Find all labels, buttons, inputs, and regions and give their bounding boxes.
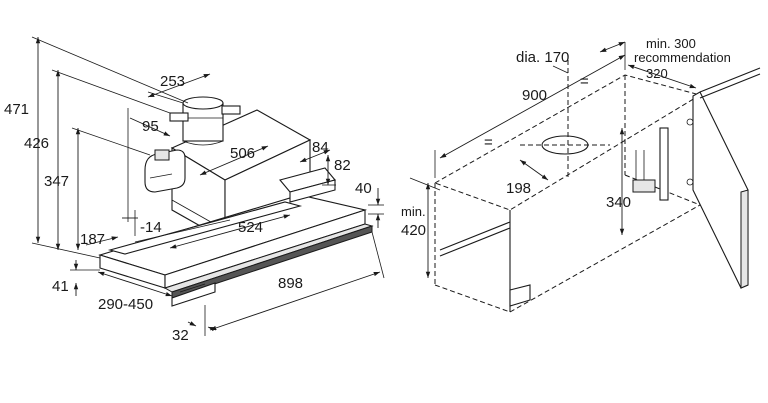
label-426: 426	[24, 135, 49, 152]
label-dia-170: dia. 170	[516, 49, 569, 66]
label-95: 95	[142, 118, 159, 135]
dim-min-300: min. 300 recommendation 320	[627, 36, 731, 89]
dim-524: 524	[169, 214, 291, 249]
label-253: 253	[160, 73, 185, 90]
label-187: 187	[80, 231, 105, 248]
dim-minus-14: -14	[122, 210, 162, 236]
label-290-450: 290-450	[98, 296, 153, 313]
dim-898: 898	[204, 231, 385, 336]
hood-rear-block-face	[289, 179, 336, 203]
dim-84: 84	[299, 139, 331, 163]
cabinet-drawing: dia. 170 900 = = min. 300 recommendation…	[401, 36, 761, 313]
dim-340: 340	[606, 128, 631, 235]
dim-41: 41	[52, 260, 100, 296]
label-32: 32	[172, 327, 189, 344]
dim-82: 82	[322, 155, 351, 186]
label-84: 84	[312, 139, 329, 156]
dim-506: 506	[199, 145, 269, 176]
label-198: 198	[506, 180, 531, 197]
label-506: 506	[230, 145, 255, 162]
dim-290-450: 290-450	[97, 271, 173, 313]
cabinet-door	[686, 67, 761, 289]
dim-32: 32	[172, 321, 217, 344]
hood-drawing: 471 426 347 253 95 506	[4, 36, 385, 344]
label-41: 41	[52, 278, 69, 295]
dim-40: 40	[355, 180, 384, 228]
cabinet-hood	[439, 210, 531, 312]
bracket-left	[169, 112, 189, 122]
exhaust-duct	[182, 96, 224, 146]
cabinet-inner-bracket	[632, 127, 669, 201]
dim-187: 187	[80, 231, 119, 248]
dim-dia-170: dia. 170	[516, 49, 569, 74]
label-524: 524	[238, 219, 263, 236]
hood-motor	[144, 149, 186, 193]
dim-95: 95	[127, 108, 171, 222]
dim-900: 900 = =	[434, 41, 626, 178]
label-minus-14: -14	[140, 219, 162, 236]
label-equal-right: =	[580, 73, 589, 90]
dim-198: 198	[506, 159, 549, 197]
label-equal-left: =	[484, 134, 493, 151]
label-340: 340	[606, 194, 631, 211]
label-recommendation: recommendation	[634, 50, 731, 65]
label-min-300: min. 300	[646, 36, 696, 51]
label-min: min.	[401, 204, 426, 219]
label-82: 82	[334, 157, 351, 174]
label-898: 898	[278, 275, 303, 292]
dim-min-420: min. 420	[401, 177, 441, 278]
bracket-right	[221, 105, 241, 115]
label-40: 40	[355, 180, 372, 197]
label-471: 471	[4, 101, 29, 118]
label-420: 420	[401, 222, 426, 239]
label-900: 900	[522, 87, 547, 104]
dim-426: 426	[24, 69, 171, 250]
label-347: 347	[44, 173, 69, 190]
dim-253: 253	[147, 73, 211, 104]
label-320: 320	[646, 66, 668, 81]
dim-347: 347	[44, 127, 151, 250]
